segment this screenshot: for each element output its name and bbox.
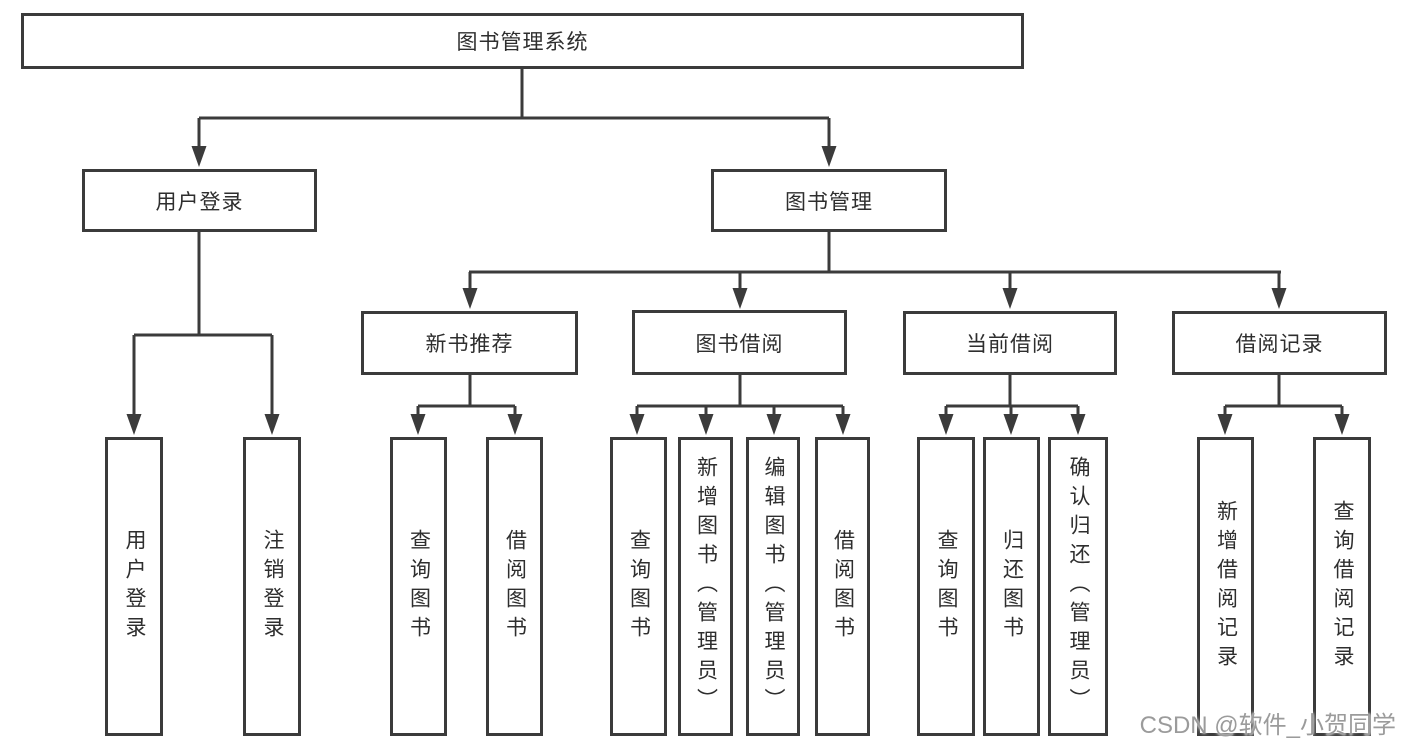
leaf-borrowing-borrow-books: 借阅图书 (815, 437, 870, 736)
leaf-add-books-admin: 新增图书（管理员） (678, 437, 733, 736)
leaf-edit-books-admin: 编辑图书（管理员） (746, 437, 800, 736)
csdn-watermark: CSDN @软件_小贺同学 (1139, 712, 1396, 739)
leaf-recommend-query-books: 查询图书 (390, 437, 447, 736)
node-current-borrowing: 当前借阅 (903, 311, 1117, 375)
leaf-query-borrow-record: 查询借阅记录 (1313, 437, 1371, 736)
leaf-user-login: 用户登录 (105, 437, 163, 736)
node-book-borrowing: 图书借阅 (632, 310, 847, 375)
leaf-add-borrow-record: 新增借阅记录 (1197, 437, 1254, 736)
node-user-login: 用户登录 (82, 169, 317, 232)
leaf-recommend-borrow-books: 借阅图书 (486, 437, 543, 736)
leaf-return-books: 归还图书 (983, 437, 1040, 736)
leaf-borrowing-query-books: 查询图书 (610, 437, 667, 736)
node-book-management: 图书管理 (711, 169, 947, 232)
leaf-confirm-return-admin: 确认归还（管理员） (1048, 437, 1108, 736)
leaf-logout: 注销登录 (243, 437, 301, 736)
node-root-library-system: 图书管理系统 (21, 13, 1024, 69)
node-borrowing-records: 借阅记录 (1172, 311, 1387, 375)
leaf-current-query-books: 查询图书 (917, 437, 975, 736)
node-new-book-recommend: 新书推荐 (361, 311, 578, 375)
